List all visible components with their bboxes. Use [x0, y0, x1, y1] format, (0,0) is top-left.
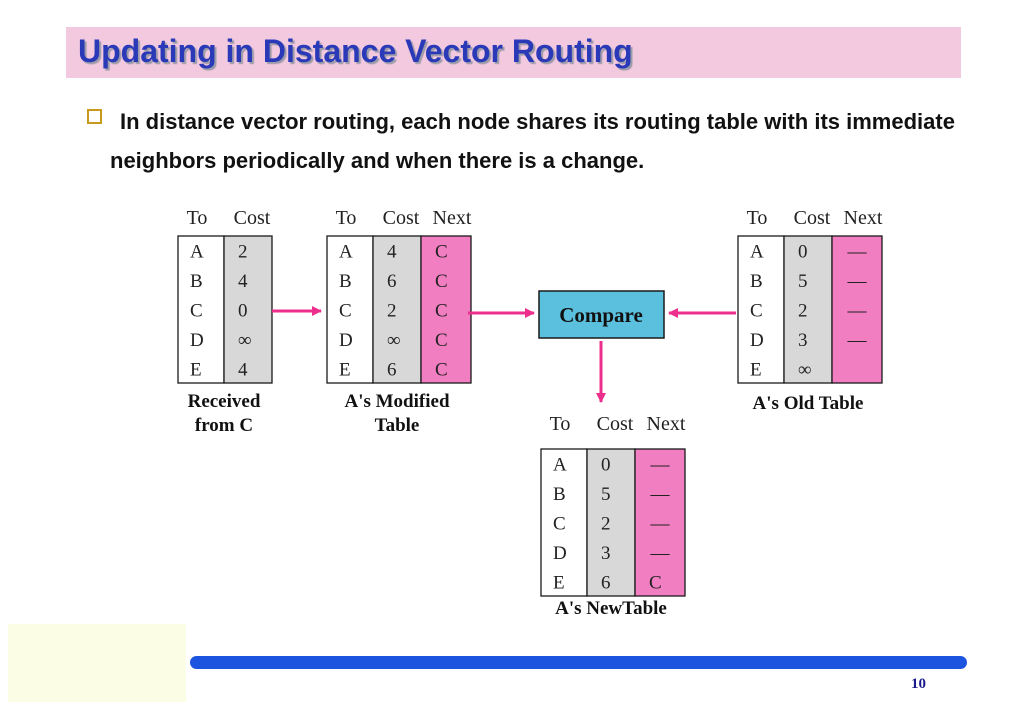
column-header: Cost: [794, 207, 831, 229]
table-cell: E: [339, 359, 351, 380]
column-next: [831, 235, 883, 384]
table-cell: D: [190, 330, 204, 351]
table-cell: —: [650, 484, 671, 505]
footer-box: [8, 624, 186, 702]
table-caption: Table: [375, 415, 420, 436]
table-cell: C: [750, 301, 763, 322]
table-cell: —: [847, 330, 868, 351]
table-cell: D: [750, 330, 764, 351]
table-cell: A: [750, 242, 764, 263]
column-header: Next: [647, 413, 686, 435]
page-number: 10: [911, 676, 926, 692]
bullet-text: In distance vector routing, each node sh…: [110, 109, 955, 173]
column-cost: [586, 448, 636, 597]
table-cell: 5: [798, 271, 808, 292]
table-cell: C: [649, 572, 662, 593]
table-cell: 2: [387, 301, 397, 322]
table-cell: 0: [798, 242, 808, 263]
table-cell: 2: [601, 514, 611, 535]
footer-bar: [190, 656, 967, 669]
table-cell: C: [435, 359, 448, 380]
table-cell: —: [650, 543, 671, 564]
column-cost: [223, 235, 273, 384]
column-header: Next: [433, 207, 472, 229]
table-caption: from C: [195, 415, 253, 436]
column-header: Next: [844, 207, 883, 229]
slide-title: Updating in Distance Vector Routing: [78, 33, 633, 69]
table-cell: 2: [238, 242, 248, 263]
table-caption: A's Modified: [344, 391, 449, 412]
bullet-square-icon: [87, 109, 102, 124]
column-header: Cost: [234, 207, 271, 229]
table-cell: ∞: [387, 330, 401, 351]
table-cell: C: [435, 242, 448, 263]
table-cell: —: [650, 455, 671, 476]
table-cell: —: [650, 514, 671, 535]
table-cell: D: [553, 543, 567, 564]
table-cell: A: [553, 455, 567, 476]
table-cell: 4: [387, 242, 397, 263]
table-caption: A's Old Table: [753, 393, 864, 414]
table-cell: 6: [601, 572, 611, 593]
table-cell: C: [553, 514, 566, 535]
column-header: Cost: [383, 207, 420, 229]
column-header: To: [336, 207, 357, 229]
column-next: [420, 235, 472, 384]
column-header: To: [187, 207, 208, 229]
table-cell: E: [553, 572, 565, 593]
column-to: [737, 235, 785, 384]
compare-label: Compare: [559, 303, 643, 327]
table-caption: Received: [188, 391, 261, 412]
table-caption: A's NewTable: [555, 598, 667, 619]
table-cell: B: [190, 271, 203, 292]
column-to: [326, 235, 374, 384]
column-cost: [372, 235, 422, 384]
column-cost: [783, 235, 833, 384]
table-cell: C: [339, 301, 352, 322]
table-cell: 3: [601, 543, 611, 564]
table-cell: 3: [798, 330, 808, 351]
table-cell: 0: [238, 301, 248, 322]
column-header: To: [747, 207, 768, 229]
table-cell: —: [847, 271, 868, 292]
table-cell: —: [847, 301, 868, 322]
table-cell: 6: [387, 271, 397, 292]
table-cell: ∞: [238, 330, 252, 351]
table-cell: 6: [387, 359, 397, 380]
table-cell: E: [190, 359, 202, 380]
column-to: [540, 448, 588, 597]
compare-box: [538, 290, 665, 339]
table-cell: B: [553, 484, 566, 505]
table-cell: 5: [601, 484, 611, 505]
title-bar: Updating in Distance Vector Routing: [66, 27, 961, 78]
table-cell: D: [339, 330, 353, 351]
column-header: Cost: [597, 413, 634, 435]
table-cell: 4: [238, 271, 248, 292]
table-cell: A: [339, 242, 353, 263]
column-header: To: [550, 413, 571, 435]
table-cell: C: [435, 271, 448, 292]
table-cell: A: [190, 242, 204, 263]
column-to: [177, 235, 225, 384]
table-cell: B: [750, 271, 763, 292]
table-cell: —: [847, 242, 868, 263]
table-cell: C: [190, 301, 203, 322]
table-cell: E: [750, 359, 762, 380]
table-cell: 4: [238, 359, 248, 380]
table-cell: 2: [798, 301, 808, 322]
table-cell: C: [435, 301, 448, 322]
table-cell: 0: [601, 455, 611, 476]
column-next: [634, 448, 686, 597]
table-cell: C: [435, 330, 448, 351]
table-cell: B: [339, 271, 352, 292]
table-cell: ∞: [798, 359, 812, 380]
